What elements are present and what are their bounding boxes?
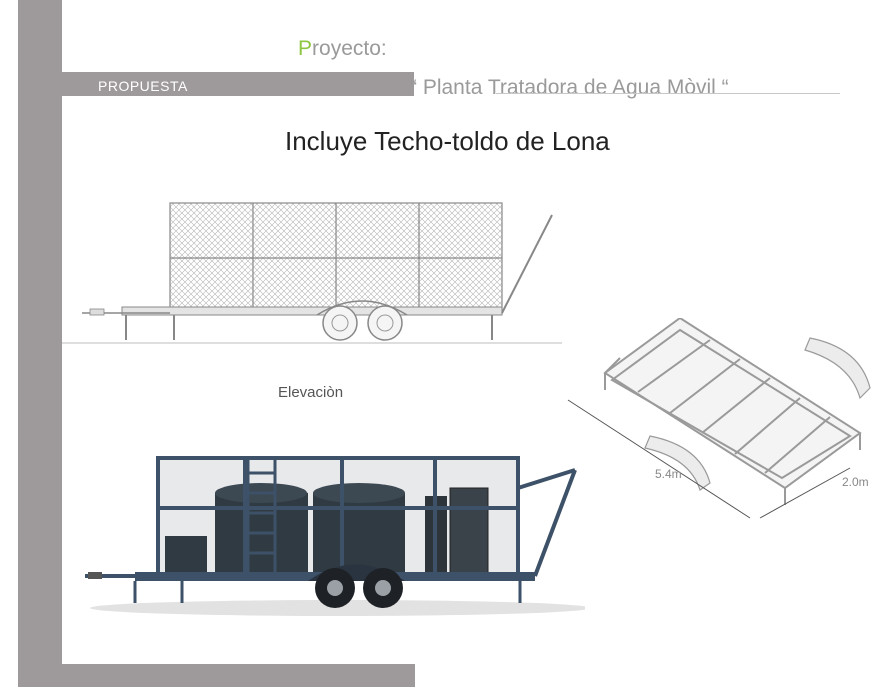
page-heading: Incluye Techo-toldo de Lona — [285, 126, 610, 156]
proposal-bar: PROPUESTA — [62, 72, 414, 96]
subtitle-underline — [496, 93, 840, 94]
length-dimension-label: 5.4m — [655, 467, 682, 481]
width-dimension-label: 2.0m — [842, 475, 869, 489]
frame-bottom-bar — [18, 664, 415, 687]
proposal-label: PROPUESTA — [98, 78, 188, 94]
project-first-letter: P — [298, 37, 313, 60]
elevation-drawing — [62, 202, 562, 344]
project-label-rest: royecto: — [312, 37, 387, 60]
project-label: Proyecto: — [298, 37, 387, 61]
elevation-label: Elevaciòn — [278, 384, 344, 401]
frame-left-bar — [18, 0, 62, 687]
chassis-frame-diagram: 5.4m 2.0m — [567, 318, 871, 519]
trailer-render — [85, 456, 585, 616]
project-name: “ Planta Tratadora de Agua Mòvil “ — [410, 76, 729, 99]
